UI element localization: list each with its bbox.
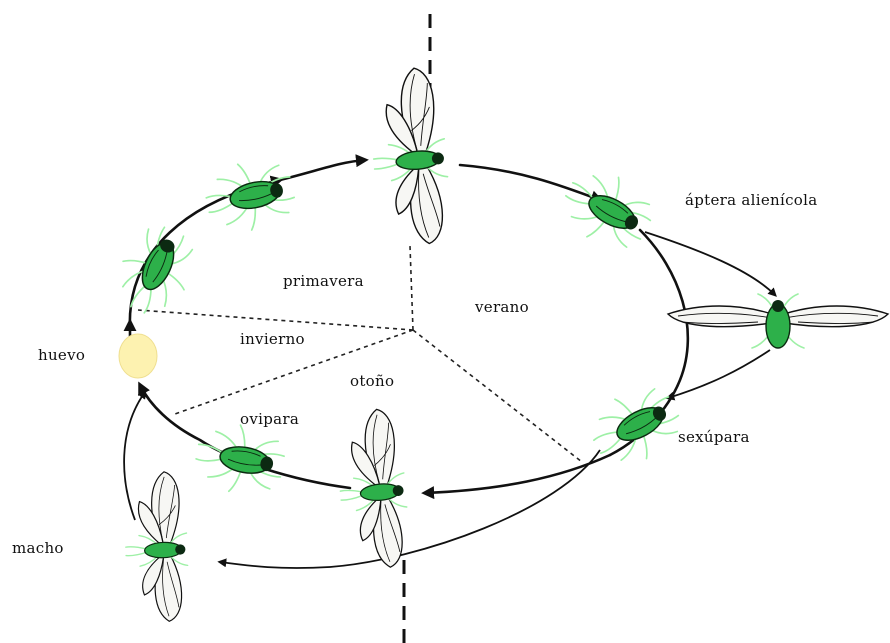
stage-egg-label: huevo	[38, 346, 85, 364]
path-to-male	[220, 450, 600, 568]
cycle-arc-spring2	[280, 160, 365, 180]
aphid-wingless-icon	[107, 218, 204, 324]
season-winter-label: invierno	[240, 330, 305, 348]
divider-spring-winter	[138, 310, 413, 330]
season-spring-label: primavera	[283, 272, 364, 290]
season-summer-label: verano	[474, 298, 529, 316]
aphid-winged-icon	[123, 471, 189, 623]
season-autumn-label: otoño	[350, 372, 394, 390]
stage-sexupara-label: sexúpara	[678, 428, 750, 446]
aphid-winged-icon	[334, 407, 412, 570]
aphid-wingless-icon	[554, 160, 662, 260]
aphid-winged-icon	[668, 294, 888, 348]
aphid-winged-icon	[366, 66, 453, 248]
cycle-arc-summer	[460, 165, 600, 200]
stage-oviparous-label: ovipara	[240, 410, 299, 428]
stage-male-label: macho	[12, 539, 64, 557]
stage-wingless-label: áptera alienícola	[685, 191, 817, 209]
aphid-wingless-icon	[192, 419, 288, 500]
cycle-arc-autumn	[425, 455, 610, 493]
egg-icon	[119, 334, 157, 378]
aphid-wingless-icon	[201, 154, 299, 238]
path-male-to-egg	[124, 392, 145, 520]
divider-spring-summer	[410, 246, 413, 330]
path-to-winged-right	[645, 232, 775, 295]
divider-autumn-summer	[413, 330, 582, 462]
